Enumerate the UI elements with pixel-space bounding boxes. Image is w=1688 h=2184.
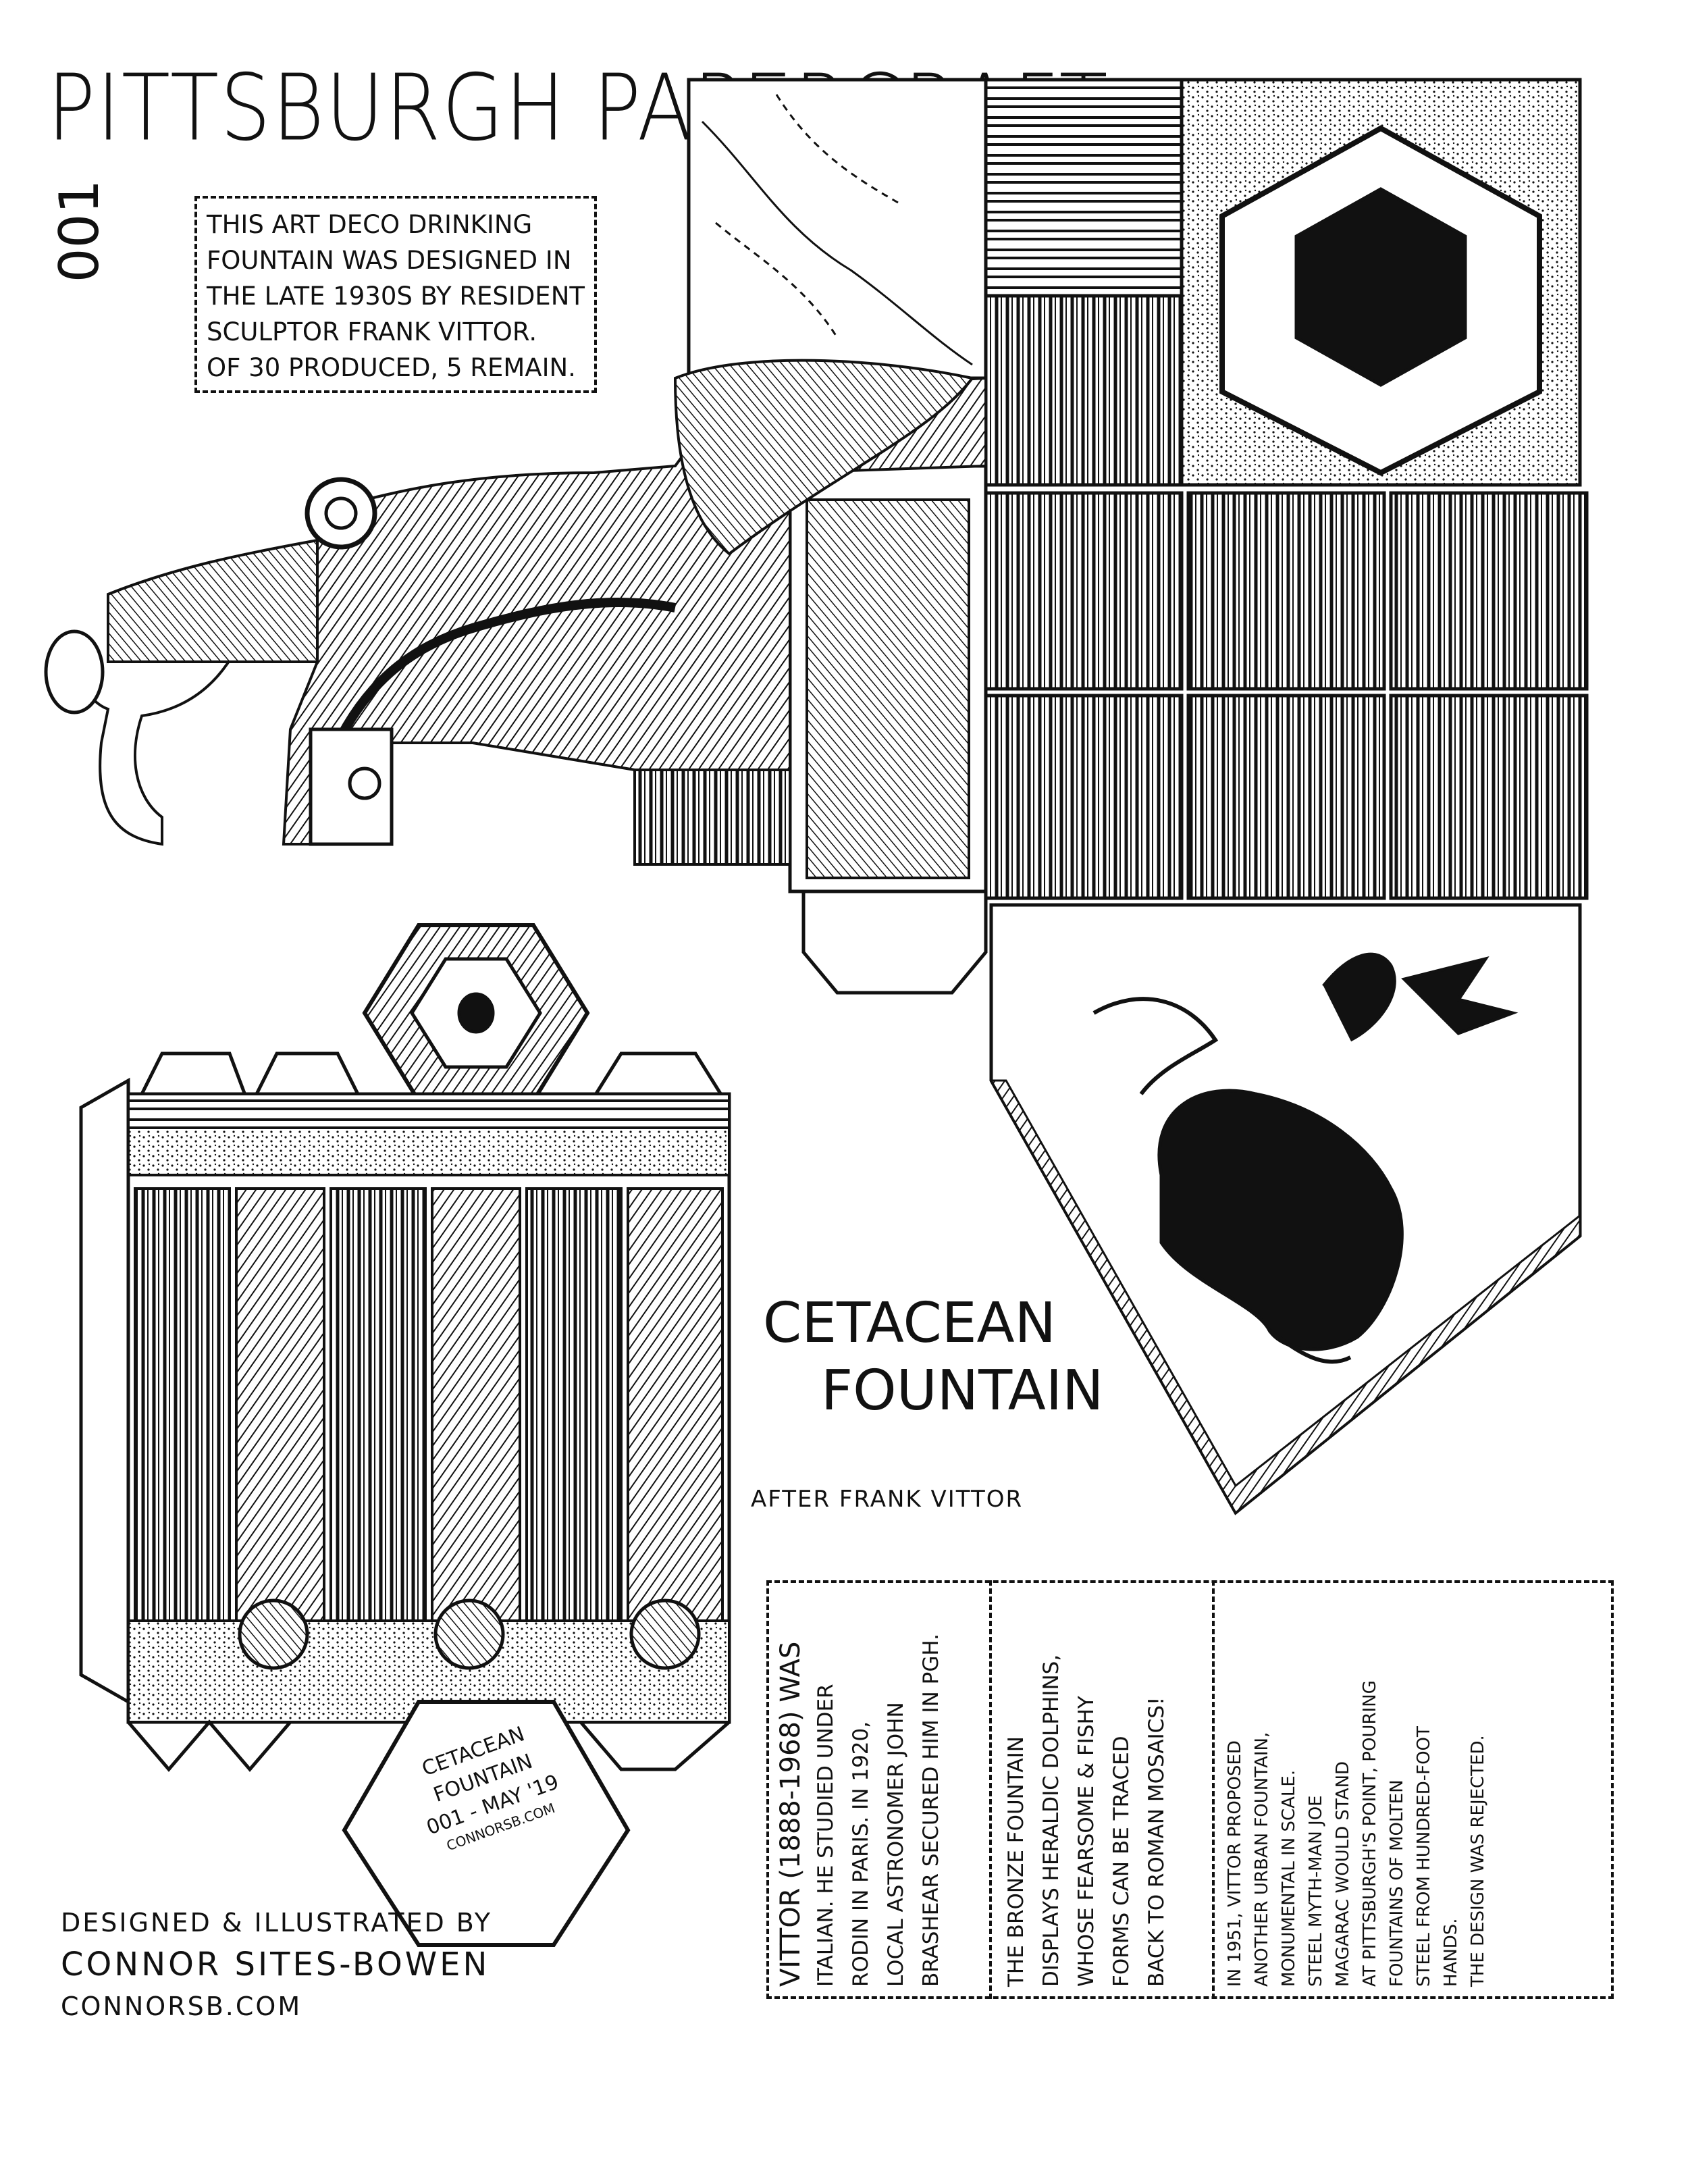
info-line: displays heraldic dolphins, xyxy=(1039,1654,1063,1987)
credits: Designed & illustrated by Connor Sites-B… xyxy=(61,1902,492,2027)
info-column-proposal: In 1951, Vittor proposed another urban f… xyxy=(1212,1580,1616,1999)
website-link[interactable]: connorsb.com xyxy=(61,1992,302,2021)
info-line: Brashear secured him in Pgh. xyxy=(919,1634,943,1987)
info-line: forms can be traced xyxy=(1109,1736,1134,1987)
info-line: hands. xyxy=(1441,1918,1461,1987)
info-column-proposal-text: In 1951, Vittor proposed another urban f… xyxy=(1215,1580,1498,1999)
info-line: The design was rejected. xyxy=(1468,1735,1488,1987)
info-line: at Pittsburgh's point, pouring xyxy=(1360,1680,1380,1987)
author-name: Connor Sites-Bowen xyxy=(61,1946,490,1983)
intro-line: sculptor Frank Vittor. xyxy=(207,317,537,346)
info-line: another urban fountain, xyxy=(1252,1732,1272,1987)
info-line: fountains of molten xyxy=(1387,1779,1407,1987)
info-column-fountain-text: The bronze fountain displays heraldic do… xyxy=(992,1580,1181,1999)
model-title-line1: Cetacean xyxy=(763,1291,1056,1355)
info-line: Steel myth-man Joe xyxy=(1306,1795,1326,1987)
info-line: The bronze fountain xyxy=(1004,1736,1028,1987)
info-line: whose fearsome & fishy xyxy=(1074,1696,1099,1987)
info-column-vittor: Vittor (1888-1968) was Italian. He studi… xyxy=(766,1580,989,1999)
info-line: Italian. He studied under xyxy=(814,1684,838,1987)
info-line: monumental in scale. xyxy=(1279,1769,1299,1987)
intro-line: This art Deco Drinking xyxy=(207,210,533,239)
intro-line: Of 30 produced, 5 remain. xyxy=(207,353,576,382)
info-line: steel from hundred-foot xyxy=(1414,1726,1434,1987)
model-attribution: after Frank Vittor xyxy=(751,1486,1024,1513)
intro-line: fountain was Designed in xyxy=(207,246,572,275)
info-box-frame xyxy=(766,1580,1614,1999)
intro-line: the late 1930s by Resident xyxy=(207,282,585,311)
info-column-vittor-text: Vittor (1888-1968) was Italian. He studi… xyxy=(766,1580,955,1999)
info-line: In 1951, Vittor proposed xyxy=(1225,1740,1245,1987)
info-line: Rodin in Paris. In 1920, xyxy=(849,1721,873,1987)
model-title-line2: Fountain xyxy=(821,1359,1104,1423)
model-title: Cetacean Fountain xyxy=(763,1290,1103,1425)
info-line: local astronomer John xyxy=(884,1702,908,1987)
info-line: Magarac would stand xyxy=(1333,1761,1353,1987)
info-line: Vittor (1888-1968) was xyxy=(775,1641,806,1987)
info-line: back to Roman mosaics! xyxy=(1144,1696,1169,1987)
intro-text-box: This art Deco Drinking fountain was Desi… xyxy=(194,196,597,393)
info-column-fountain: The bronze fountain displays heraldic do… xyxy=(989,1580,1215,1999)
credits-line: Designed & illustrated by xyxy=(61,1908,493,1938)
